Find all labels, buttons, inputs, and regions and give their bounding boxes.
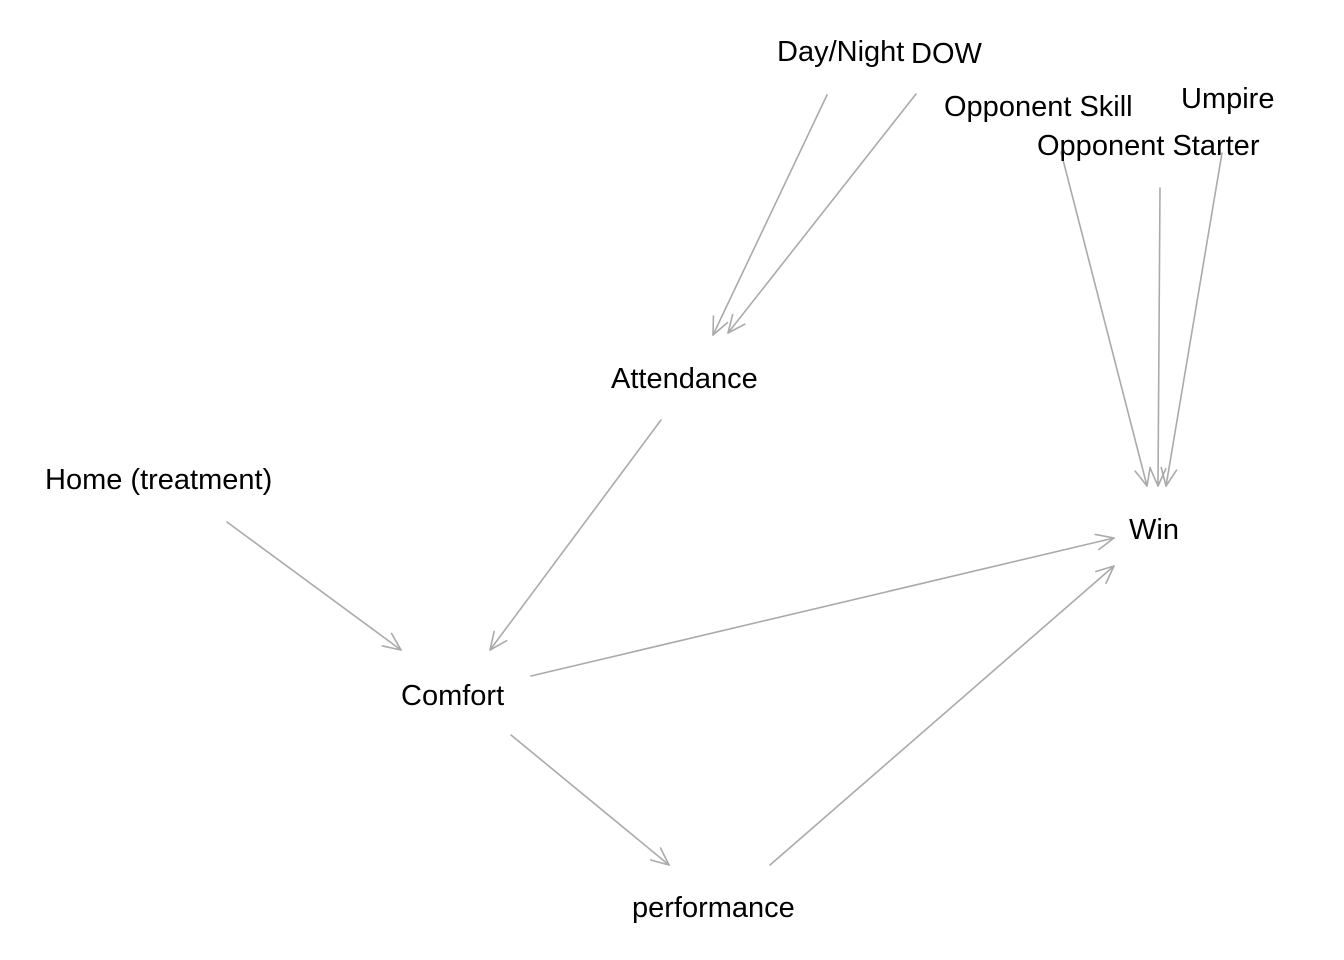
node-comfort: Comfort: [401, 680, 504, 712]
edge-line: [769, 565, 1115, 866]
node-day-night: Day/Night: [777, 36, 904, 68]
arrowhead: [1134, 466, 1151, 487]
node-performance: performance: [632, 892, 795, 924]
edge-performance-to-win: [769, 565, 1115, 866]
edge-line: [1157, 187, 1161, 487]
arrowhead: [727, 313, 746, 334]
arrowhead: [1160, 466, 1178, 487]
edge-dow-to-attendance: [727, 93, 917, 334]
node-opponent-skill: Opponent Skill: [944, 91, 1133, 123]
arrowhead: [712, 315, 729, 336]
node-umpire: Umpire: [1181, 83, 1274, 115]
arrowhead: [1095, 565, 1115, 585]
edge-home-to-comfort: [226, 521, 402, 651]
arrowhead: [489, 630, 508, 651]
edge-line: [530, 537, 1115, 677]
node-opponent-starter: Opponent Starter: [1037, 130, 1260, 162]
arrowhead: [649, 847, 670, 866]
edge-line: [510, 734, 670, 866]
edge-line: [712, 94, 828, 336]
labels-layer: Day/Night DOW Opponent Skill Umpire Oppo…: [45, 36, 1274, 924]
edge-opp-starter-to-win: [1149, 187, 1167, 487]
edge-line: [489, 419, 662, 651]
node-attendance: Attendance: [611, 363, 758, 395]
node-dow: DOW: [911, 38, 983, 70]
edge-opp-skill-to-win: [1060, 151, 1151, 487]
arrowhead: [381, 632, 402, 651]
edges-layer: [226, 93, 1223, 866]
node-win: Win: [1129, 514, 1179, 546]
edge-umpire-to-win: [1160, 152, 1223, 487]
edge-comfort-to-win: [530, 533, 1115, 677]
node-home-treatment: Home (treatment): [45, 464, 272, 496]
edge-day-night-to-attendance: [712, 94, 828, 336]
edge-line: [1165, 152, 1223, 487]
edge-comfort-to-performance: [510, 734, 670, 866]
edge-line: [226, 521, 402, 651]
arrowhead: [1094, 533, 1115, 551]
edge-line: [727, 93, 917, 334]
edge-attendance-to-comfort: [489, 419, 662, 651]
edge-line: [1060, 151, 1148, 487]
